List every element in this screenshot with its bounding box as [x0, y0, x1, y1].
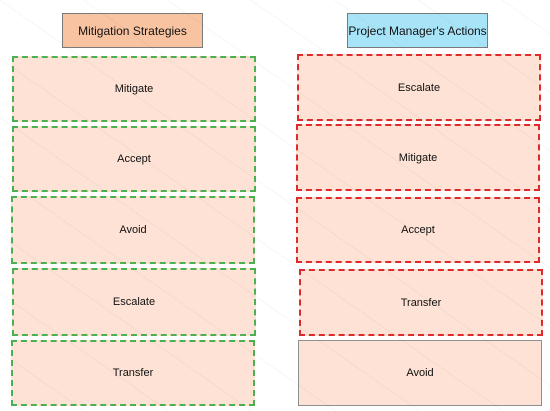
project-manager-actions-header: Project Manager's Actions [347, 13, 488, 48]
strategy-box-avoid[interactable]: Avoid [11, 196, 255, 264]
action-box-avoid[interactable]: Avoid [298, 340, 542, 406]
strategy-box-escalate[interactable]: Escalate [12, 268, 256, 336]
action-box-escalate[interactable]: Escalate [297, 54, 541, 121]
action-box-accept[interactable]: Accept [296, 197, 540, 263]
strategy-box-accept[interactable]: Accept [12, 126, 256, 192]
strategy-box-mitigate[interactable]: Mitigate [12, 56, 256, 122]
strategy-box-transfer[interactable]: Transfer [11, 340, 255, 406]
action-box-transfer[interactable]: Transfer [299, 269, 543, 336]
action-box-mitigate[interactable]: Mitigate [296, 124, 540, 191]
mitigation-strategies-header: Mitigation Strategies [62, 13, 203, 48]
